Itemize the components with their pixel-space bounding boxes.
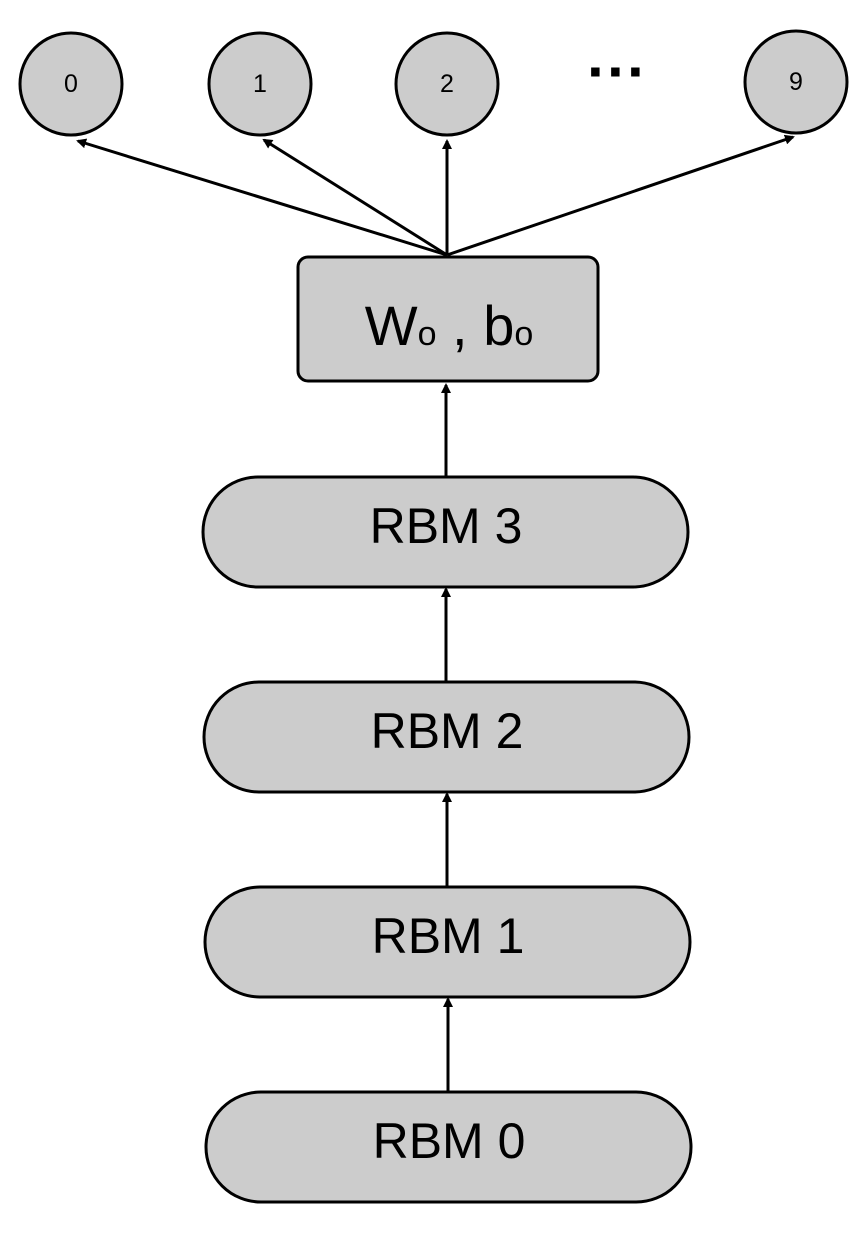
output-node-0: 0: [18, 31, 124, 137]
bias-symbol: b: [483, 294, 514, 357]
arrow-to-output-1: [262, 138, 448, 257]
rbm-2: RBM 2: [202, 680, 691, 794]
output-node-0-label: 0: [64, 70, 78, 98]
rbm-3: RBM 3: [201, 475, 690, 589]
rbm-0-label: RBM 0: [373, 1113, 526, 1169]
arrow-to-output-9: [446, 134, 795, 257]
output-node-9: 9: [743, 29, 849, 135]
output-node-2: 2: [394, 31, 500, 137]
output-node-9-label: 9: [789, 68, 803, 96]
bias-subscript: o: [514, 315, 533, 353]
rbm-3-label: RBM 3: [370, 498, 523, 554]
separator: ,: [437, 294, 484, 357]
output-node-1-label: 1: [253, 70, 267, 98]
output-node-1: 1: [207, 31, 313, 137]
rbm-1-label: RBM 1: [372, 908, 525, 964]
rbm-2-label: RBM 2: [371, 703, 524, 759]
output-layer-box: Wo , bo: [296, 255, 600, 383]
weight-subscript: o: [418, 315, 437, 353]
ellipsis: ···: [587, 38, 647, 105]
weight-symbol: W: [365, 294, 418, 357]
rbm-0: RBM 0: [204, 1090, 693, 1204]
output-layer-label: Wo , bo: [365, 294, 534, 357]
rbm-1: RBM 1: [203, 885, 692, 999]
output-node-2-label: 2: [440, 70, 454, 98]
arrow-to-output-0: [76, 138, 448, 257]
